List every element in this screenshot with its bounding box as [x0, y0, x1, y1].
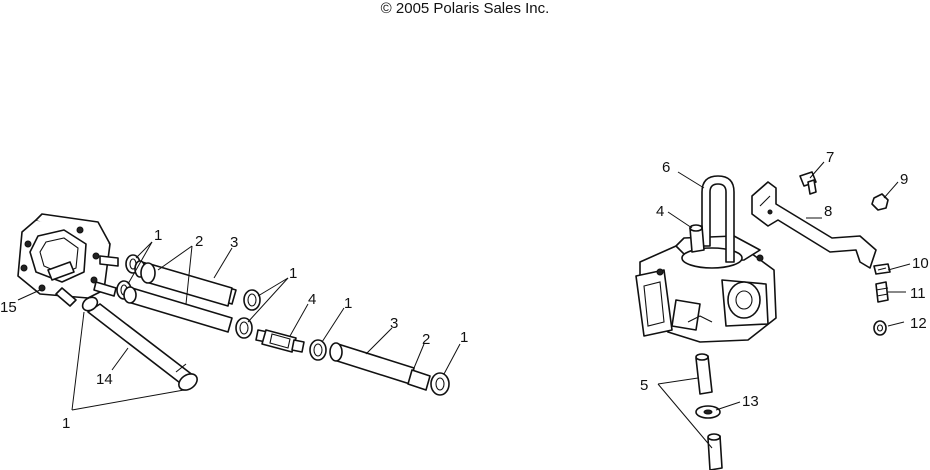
- callout-9-nut: 9: [900, 171, 908, 188]
- callout-10: 10: [912, 255, 929, 272]
- callout-4-filter: 4: [308, 291, 316, 308]
- hose-lower: [123, 286, 253, 339]
- callout-12: 12: [910, 315, 927, 332]
- callout-1-upper-clamp: 1: [154, 227, 162, 244]
- bracket: [751, 181, 877, 269]
- callout-3-lower-sleeve: 3: [390, 315, 398, 332]
- callout-1-mid-clamp: 1: [289, 265, 297, 282]
- callout-labels: 1 2 3 1 4 1 3 2 1 15 14 1 6 7 4 8 9 10 1…: [0, 149, 929, 432]
- callout-1-hose-clamps: 1: [62, 415, 70, 432]
- callout-13-washer: 13: [742, 393, 759, 410]
- callout-14-hose: 14: [96, 371, 113, 388]
- leader-lines-left: [17, 241, 461, 411]
- callout-3-upper-sleeve: 3: [230, 234, 238, 251]
- hose-upper: [134, 260, 261, 311]
- fuel-filter: [255, 329, 305, 353]
- callout-2-lower-hose: 2: [422, 331, 430, 348]
- bolt-7: [799, 171, 817, 195]
- callout-7-bolt: 7: [826, 149, 834, 166]
- fuel-pump: [17, 213, 119, 307]
- callout-11: 11: [910, 285, 926, 302]
- leader-lines-right: [657, 161, 911, 449]
- carb-fitting: [689, 224, 705, 253]
- callout-1-filter-clamp: 1: [344, 295, 352, 312]
- callout-15-pump: 15: [0, 299, 17, 316]
- callout-4-fitting: 4: [656, 203, 664, 220]
- hose-right: [309, 339, 450, 396]
- callout-2-upper-hose: 2: [195, 233, 203, 250]
- copyright-notice: © 2005 Polaris Sales Inc.: [380, 0, 550, 17]
- callout-6-vent-tube: 6: [662, 159, 670, 176]
- callout-8-bracket: 8: [824, 203, 832, 220]
- small-hardware: [873, 263, 891, 336]
- callout-5-hose: 5: [640, 377, 648, 394]
- drain-hose: [695, 353, 723, 470]
- hose-14: [81, 296, 198, 391]
- carburetor: [635, 235, 777, 343]
- callout-1-end-clamp: 1: [460, 329, 468, 346]
- vent-tube: [701, 175, 735, 263]
